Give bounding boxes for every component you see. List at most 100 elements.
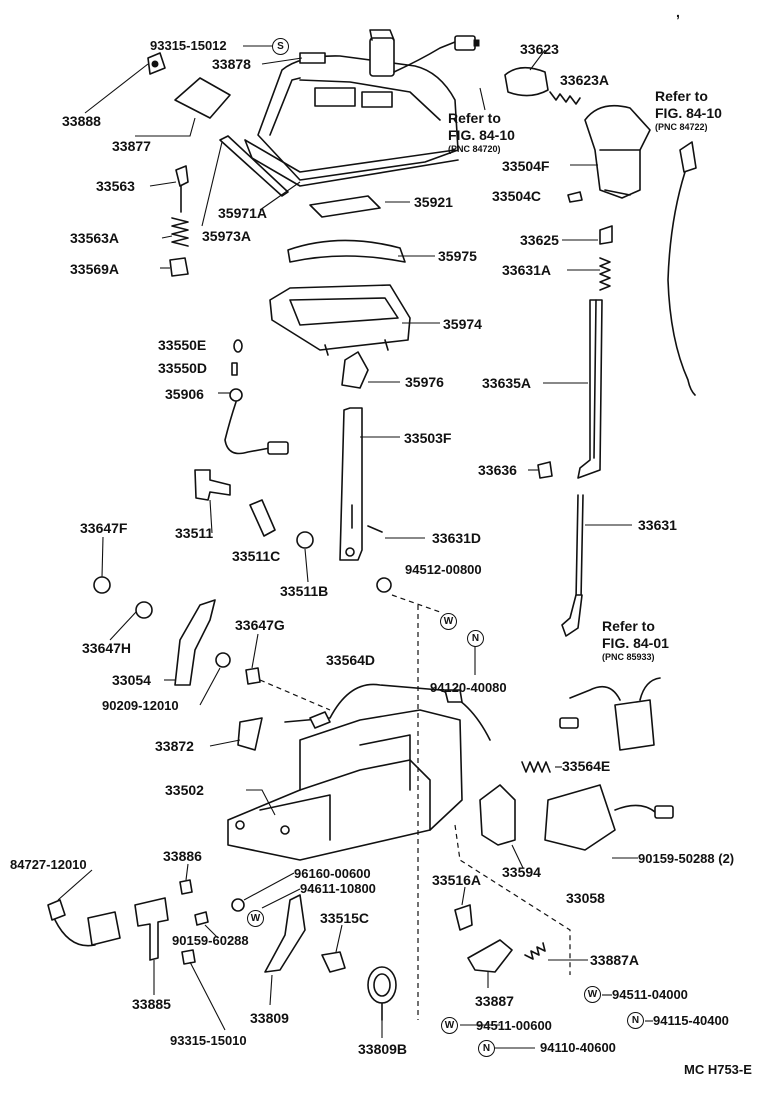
ref-text-3: Refer to: [602, 618, 655, 634]
label-33502: 33502: [165, 782, 204, 798]
nut-33511b: [296, 531, 314, 549]
label-33809: 33809: [250, 1010, 289, 1026]
ref-pnc-2: (PNC 84722): [655, 122, 708, 132]
nut-33886: [179, 879, 193, 895]
label-33647h: 33647H: [82, 640, 132, 656]
collar-33511c: [249, 499, 276, 537]
washer-96160: [231, 898, 245, 912]
label-94115-40400: 94115-40400: [653, 1013, 729, 1028]
corner-mark: ,: [676, 4, 680, 20]
pin-33563: [175, 165, 189, 213]
label-33887a: 33887A: [590, 952, 640, 968]
ref-pnc-3: (PNC 85933): [602, 652, 655, 662]
clip-33888: [147, 52, 166, 75]
label-35906: 35906: [165, 386, 204, 402]
spring-33623a: [549, 91, 581, 105]
label-33504f: 33504F: [502, 158, 550, 174]
wire-harness-right: [667, 141, 697, 396]
lamp-wire-35906: [224, 388, 289, 455]
bracket-33594: [479, 784, 516, 846]
indicator-35975: [287, 239, 406, 263]
screw-93315-15010: [181, 949, 196, 965]
spring-33564e: [521, 761, 551, 773]
label-33631a: 33631A: [502, 262, 552, 278]
pin-33631d: [367, 525, 383, 533]
label-94611-10800: 94611-10800: [300, 881, 376, 896]
label-33515c: 33515C: [320, 910, 370, 926]
pin-33515c: [321, 951, 346, 973]
footer-code: MC H753-E: [684, 1062, 752, 1077]
screw-90159-60288: [194, 911, 209, 926]
symbol-w-94511-00600: W: [441, 1017, 458, 1034]
label-35976: 35976: [405, 374, 444, 390]
symbol-n-94120: N: [467, 630, 484, 647]
spring-33563a: [171, 217, 189, 247]
button-33623: [504, 66, 549, 97]
washer-90209: [215, 652, 231, 668]
screw-33504c: [567, 191, 583, 203]
plate-35921: [309, 195, 381, 218]
bushing-33647h: [135, 601, 153, 619]
ref-fig-2: FIG. 84-10: [655, 105, 722, 121]
label-94120-40080: 94120-40080: [430, 680, 507, 695]
label-33631d: 33631D: [432, 530, 482, 546]
label-84727-12010: 84727-12010: [10, 857, 87, 872]
bushing-33647g: [245, 667, 261, 685]
label-33054: 33054: [112, 672, 151, 688]
label-90159-50288-2: 90159-50288 (2): [638, 851, 735, 866]
lever-33809: [264, 894, 306, 973]
lever-33054: [174, 599, 216, 686]
knob-33569a: [169, 257, 189, 277]
rod-33631: [561, 494, 584, 637]
label-33511: 33511: [175, 525, 214, 541]
label-93315-15012: 93315-15012: [150, 38, 227, 53]
label-33888: 33888: [62, 113, 101, 129]
ref-text-2: Refer to: [655, 88, 708, 104]
label-33885: 33885: [132, 996, 171, 1012]
label-33563: 33563: [96, 178, 135, 194]
symbol-s: S: [272, 38, 289, 55]
label-35975: 35975: [438, 248, 477, 264]
label-33809b: 33809B: [358, 1041, 408, 1057]
label-33058: 33058: [566, 890, 605, 906]
label-33647f: 33647F: [80, 520, 128, 536]
label-94110-40600: 94110-40600: [540, 1040, 616, 1055]
label-94511-00600: 94511-00600: [476, 1018, 552, 1033]
label-33511b: 33511B: [280, 583, 329, 599]
ref-fig-3: FIG. 84-01: [602, 635, 669, 651]
label-33878: 33878: [212, 56, 251, 72]
bracket-33885: [134, 897, 169, 961]
strip-35973a: [219, 135, 289, 197]
spring-33631a: [599, 257, 611, 291]
spring-33809b: [367, 966, 397, 1021]
label-33635a: 33635A: [482, 375, 532, 391]
label-33594: 33594: [502, 864, 541, 880]
label-96160-00600: 96160-00600: [294, 866, 371, 881]
label-33877: 33877: [112, 138, 151, 154]
label-33623a: 33623A: [560, 72, 610, 88]
knob-33504f: [584, 104, 651, 199]
bolt-33516a: [454, 904, 473, 931]
connector-plug-top: [369, 29, 480, 77]
label-33625: 33625: [520, 232, 559, 248]
label-33623: 33623: [520, 41, 559, 57]
ref-fig-1: FIG. 84-10: [448, 127, 515, 143]
label-93315-15010: 93315-15010: [170, 1033, 247, 1048]
label-33564e: 33564E: [562, 758, 611, 774]
symbol-n-94115: N: [627, 1012, 644, 1029]
bushing-33647f: [93, 576, 111, 594]
ring-33550e: [233, 339, 243, 353]
label-33516a: 33516A: [432, 872, 482, 888]
rod-33635a: [577, 299, 603, 479]
lever-33887: [467, 939, 513, 973]
label-33563a: 33563A: [70, 230, 120, 246]
symbol-w-94512: W: [440, 613, 457, 630]
label-33550d: 33550D: [158, 360, 208, 376]
symbol-n-94110: N: [478, 1040, 495, 1057]
pin-33550d: [231, 362, 238, 376]
spring-33887a: [524, 942, 546, 960]
label-33886: 33886: [163, 848, 202, 864]
label-33569a: 33569A: [70, 261, 120, 277]
nut-94512: [376, 577, 392, 593]
